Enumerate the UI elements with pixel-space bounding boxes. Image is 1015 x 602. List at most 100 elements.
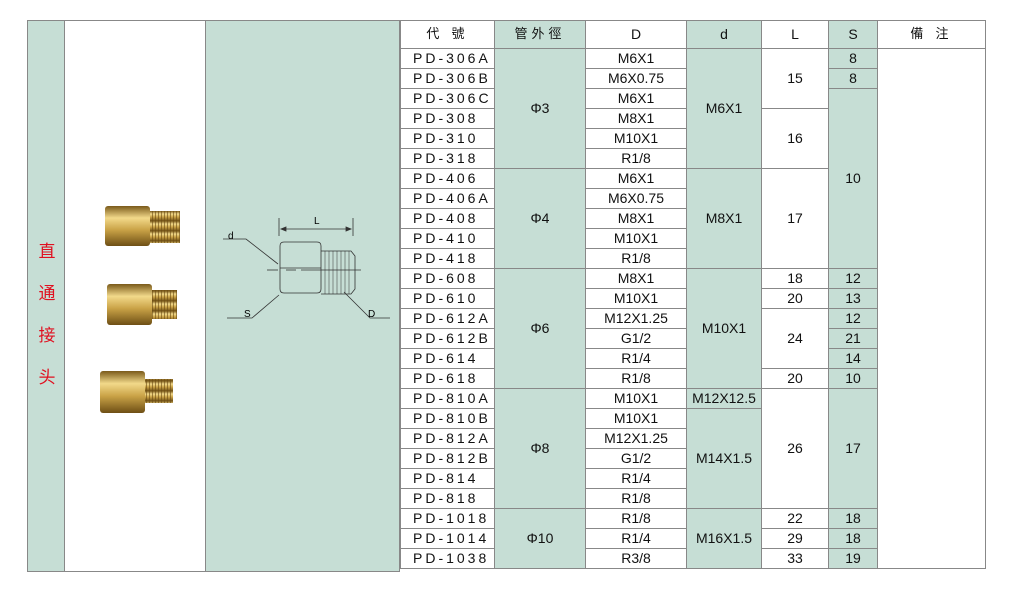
thread-D: M10X1 <box>585 228 687 249</box>
thread-D: R1/8 <box>585 368 687 389</box>
label-S: S <box>244 309 251 320</box>
thread-d: M16X1.5 <box>686 508 762 569</box>
label-L: L <box>314 216 320 227</box>
thread-D: M6X1 <box>585 88 687 109</box>
part-code: PD-810A <box>400 388 495 409</box>
part-code: PD-612B <box>400 328 495 349</box>
part-code: PD-614 <box>400 348 495 369</box>
part-code: PD-812A <box>400 428 495 449</box>
part-code: PD-406A <box>400 188 495 209</box>
part-code: PD-610 <box>400 288 495 309</box>
header-code: 代 號 <box>400 20 495 49</box>
thread-D: R1/4 <box>585 468 687 489</box>
part-code: PD-406 <box>400 168 495 189</box>
thread-D: R1/8 <box>585 488 687 509</box>
part-code: PD-308 <box>400 108 495 129</box>
length-L: 20 <box>761 368 829 389</box>
category-char: 通 <box>38 284 56 304</box>
thread-D: R1/8 <box>585 508 687 529</box>
thread-D: R1/8 <box>585 248 687 269</box>
length-L: 33 <box>761 548 829 569</box>
dimension-diagram: d L S D <box>205 20 400 572</box>
pipe-od: Φ10 <box>494 508 586 569</box>
thread-D: M8X1 <box>585 108 687 129</box>
hex-S: 8 <box>828 68 878 89</box>
pipe-od: Φ6 <box>494 268 586 389</box>
category-char: 头 <box>38 368 56 388</box>
thread-D: M6X1 <box>585 168 687 189</box>
part-code: PD-318 <box>400 148 495 169</box>
thread-d: M6X1 <box>686 48 762 169</box>
header-S: S <box>828 20 878 49</box>
hex-S: 10 <box>828 88 878 269</box>
part-code: PD-306B <box>400 68 495 89</box>
thread-D: G1/2 <box>585 448 687 469</box>
hex-S: 8 <box>828 48 878 69</box>
table-row: PD-818 R1/8 <box>400 488 986 509</box>
part-code: PD-306A <box>400 48 495 69</box>
thread-D: M6X1 <box>585 48 687 69</box>
length-L: 15 <box>761 48 829 109</box>
label-d: d <box>228 231 234 242</box>
header-L: L <box>761 20 829 49</box>
fitting-drawing: d L S D <box>223 216 390 320</box>
hex-S: 12 <box>828 268 878 289</box>
part-code: PD-310 <box>400 128 495 149</box>
hex-S: 13 <box>828 288 878 309</box>
thread-d: M8X1 <box>686 168 762 269</box>
label-D: D <box>368 309 375 320</box>
fitting-1 <box>105 206 180 246</box>
part-code: PD-814 <box>400 468 495 489</box>
thread-D: R3/8 <box>585 548 687 569</box>
thread-D: R1/8 <box>585 148 687 169</box>
part-code: PD-408 <box>400 208 495 229</box>
part-code: PD-812B <box>400 448 495 469</box>
part-code: PD-618 <box>400 368 495 389</box>
pipe-od: Φ3 <box>494 48 586 169</box>
category-char: 直 <box>38 242 56 262</box>
length-L: 17 <box>761 168 829 269</box>
thread-D: M8X1 <box>585 208 687 229</box>
brass-fittings-image <box>100 206 180 413</box>
thread-D: G1/2 <box>585 328 687 349</box>
thread-d: M14X1.5 <box>686 408 762 509</box>
hex-S: 18 <box>828 528 878 549</box>
thread-D: M8X1 <box>585 268 687 289</box>
fitting-3 <box>100 371 173 413</box>
part-code: PD-306C <box>400 88 495 109</box>
thread-D: R1/4 <box>585 348 687 369</box>
part-code: PD-410 <box>400 228 495 249</box>
thread-d: M10X1 <box>686 268 762 389</box>
header-pipe-od: 管外徑 <box>494 20 586 49</box>
hex-S: 17 <box>828 388 878 509</box>
length-L: 20 <box>761 288 829 309</box>
product-photos <box>65 20 205 572</box>
thread-D: M10X1 <box>585 408 687 429</box>
part-code: PD-1038 <box>400 548 495 569</box>
category-char: 接 <box>38 326 56 346</box>
length-L: 22 <box>761 508 829 529</box>
part-code: PD-818 <box>400 488 495 509</box>
hex-S: 21 <box>828 328 878 349</box>
length-L: 16 <box>761 108 829 169</box>
part-code: PD-418 <box>400 248 495 269</box>
header-d: d <box>686 20 762 49</box>
thread-D: M6X0.75 <box>585 188 687 209</box>
part-code: PD-612A <box>400 308 495 329</box>
hex-S: 18 <box>828 508 878 529</box>
part-code: PD-810B <box>400 408 495 429</box>
table-row: PD-306C M6X1 10 <box>400 88 986 269</box>
hex-S: 12 <box>828 308 878 329</box>
thread-d: M12X12.5 <box>686 388 762 409</box>
hex-S: 19 <box>828 548 878 569</box>
